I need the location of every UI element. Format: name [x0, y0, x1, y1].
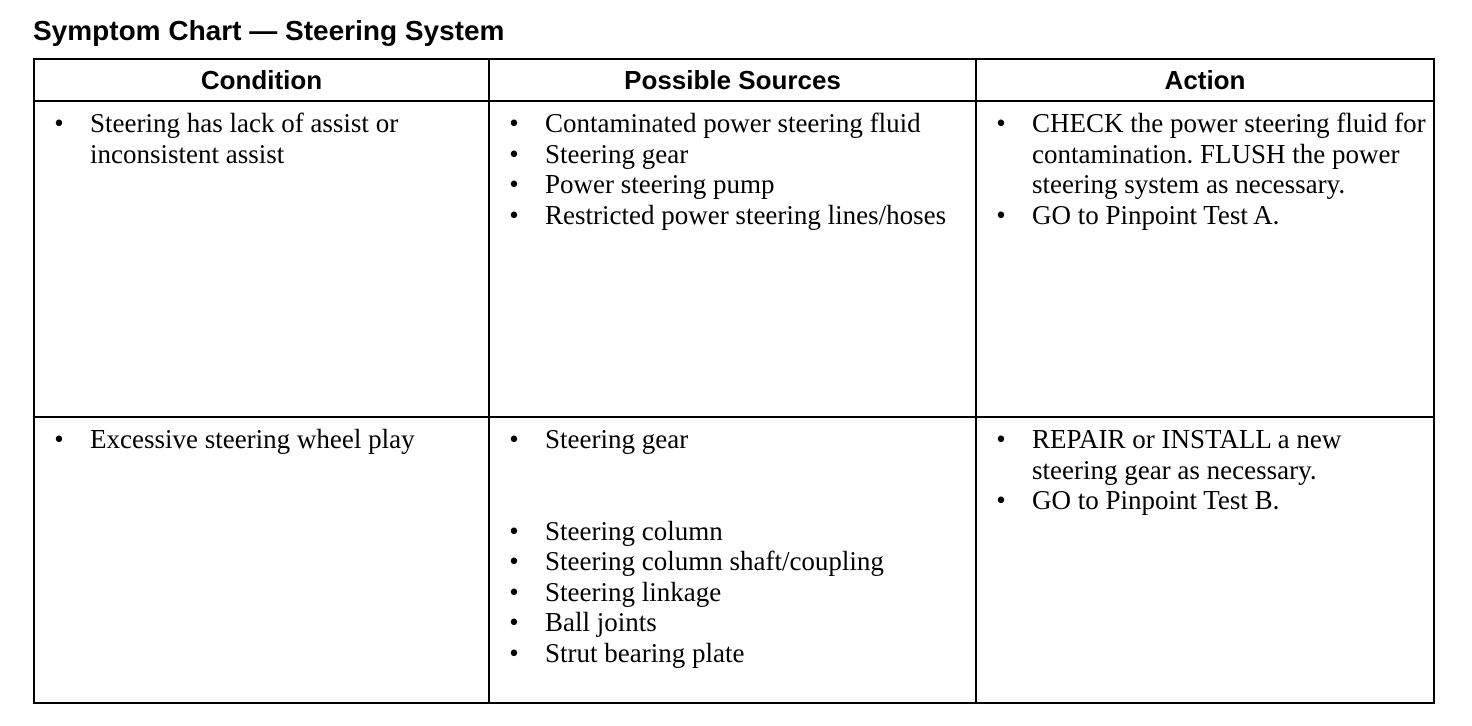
- list-item: • GO to Pinpoint Test B.: [991, 485, 1427, 516]
- list-item: • Steering column: [504, 516, 969, 547]
- bullet-icon: •: [509, 637, 519, 668]
- action-text: GO to Pinpoint Test A.: [1032, 199, 1280, 230]
- bullet-icon: •: [509, 546, 519, 576]
- sources-cell: • Contaminated power steering fluid • Stee…: [488, 100, 977, 418]
- table-row: • Excessive steering wheel play • Steering…: [33, 416, 1435, 704]
- list-item: • Ball joints: [504, 607, 969, 638]
- source-text: Power steering pump: [545, 169, 775, 199]
- bullet-icon: •: [509, 607, 519, 637]
- bullet-icon: •: [509, 515, 519, 546]
- source-text: Strut bearing plate: [545, 637, 745, 668]
- condition-cell: • Excessive steering wheel play: [33, 416, 490, 704]
- column-header-action: Action: [975, 58, 1435, 102]
- source-text: Contaminated power steering fluid: [545, 108, 921, 138]
- source-text: Ball joints: [545, 607, 657, 637]
- symptom-chart-table: Condition Possible Sources Action • Steer…: [33, 58, 1435, 704]
- list-item: • GO to Pinpoint Test A.: [991, 200, 1427, 231]
- bullet-icon: •: [509, 199, 519, 230]
- column-header-condition: Condition: [33, 58, 490, 102]
- bullet-icon: •: [509, 169, 519, 199]
- sources-cell: • Steering gear • Steering column • Steerin…: [488, 416, 977, 704]
- page-title: Symptom Chart — Steering System: [33, 15, 505, 46]
- source-text: Steering linkage: [545, 576, 722, 607]
- bullet-icon: •: [509, 424, 519, 454]
- bullet-icon: •: [54, 424, 64, 454]
- action-text: CHECK the power steering fluid for conta…: [1032, 108, 1426, 199]
- action-cell: • REPAIR or INSTALL a new steering gear a…: [975, 416, 1435, 704]
- list-item: • Restricted power steering lines/hoses: [504, 200, 969, 231]
- action-text: GO to Pinpoint Test B.: [1032, 485, 1280, 515]
- bullet-icon: •: [54, 108, 64, 138]
- list-item: • Power steering pump: [504, 169, 969, 200]
- bullet-icon: •: [509, 108, 519, 138]
- action-cell: • CHECK the power steering fluid for cont…: [975, 100, 1435, 418]
- list-item: • Steering gear: [504, 424, 969, 455]
- bullet-icon: •: [509, 576, 519, 607]
- list-item: • Excessive steering wheel play: [49, 424, 482, 455]
- list-item: • Contaminated power steering fluid: [504, 108, 969, 139]
- list-item: • Steering linkage: [504, 577, 969, 608]
- table-row: • Steering has lack of assist or inconsis…: [33, 100, 1435, 418]
- condition-text: Steering has lack of assist or inconsist…: [90, 108, 399, 169]
- bullet-icon: •: [996, 108, 1006, 138]
- list-item: • Strut bearing plate: [504, 638, 969, 669]
- source-text: Restricted power steering lines/hoses: [545, 199, 947, 230]
- list-item: • Steering has lack of assist or inconsis…: [49, 108, 482, 169]
- bullet-icon: •: [996, 485, 1006, 515]
- header-row: Condition Possible Sources Action: [33, 58, 1435, 102]
- source-text: Steering gear: [545, 424, 689, 454]
- list-item: • REPAIR or INSTALL a new steering gear a…: [991, 424, 1427, 485]
- source-text: Steering column: [545, 515, 723, 546]
- bullet-icon: •: [996, 199, 1006, 230]
- list-item: • Steering column shaft/coupling: [504, 546, 969, 577]
- list-item: • Steering gear: [504, 139, 969, 170]
- list-item: • CHECK the power steering fluid for cont…: [991, 108, 1427, 200]
- condition-cell: • Steering has lack of assist or inconsis…: [33, 100, 490, 418]
- source-text: Steering gear: [545, 138, 689, 169]
- source-text: Steering column shaft/coupling: [545, 546, 884, 576]
- action-text: REPAIR or INSTALL a new steering gear as…: [1032, 424, 1342, 485]
- bullet-icon: •: [996, 424, 1006, 454]
- column-header-possible-sources: Possible Sources: [488, 58, 977, 102]
- bullet-icon: •: [509, 138, 519, 169]
- condition-text: Excessive steering wheel play: [90, 424, 415, 454]
